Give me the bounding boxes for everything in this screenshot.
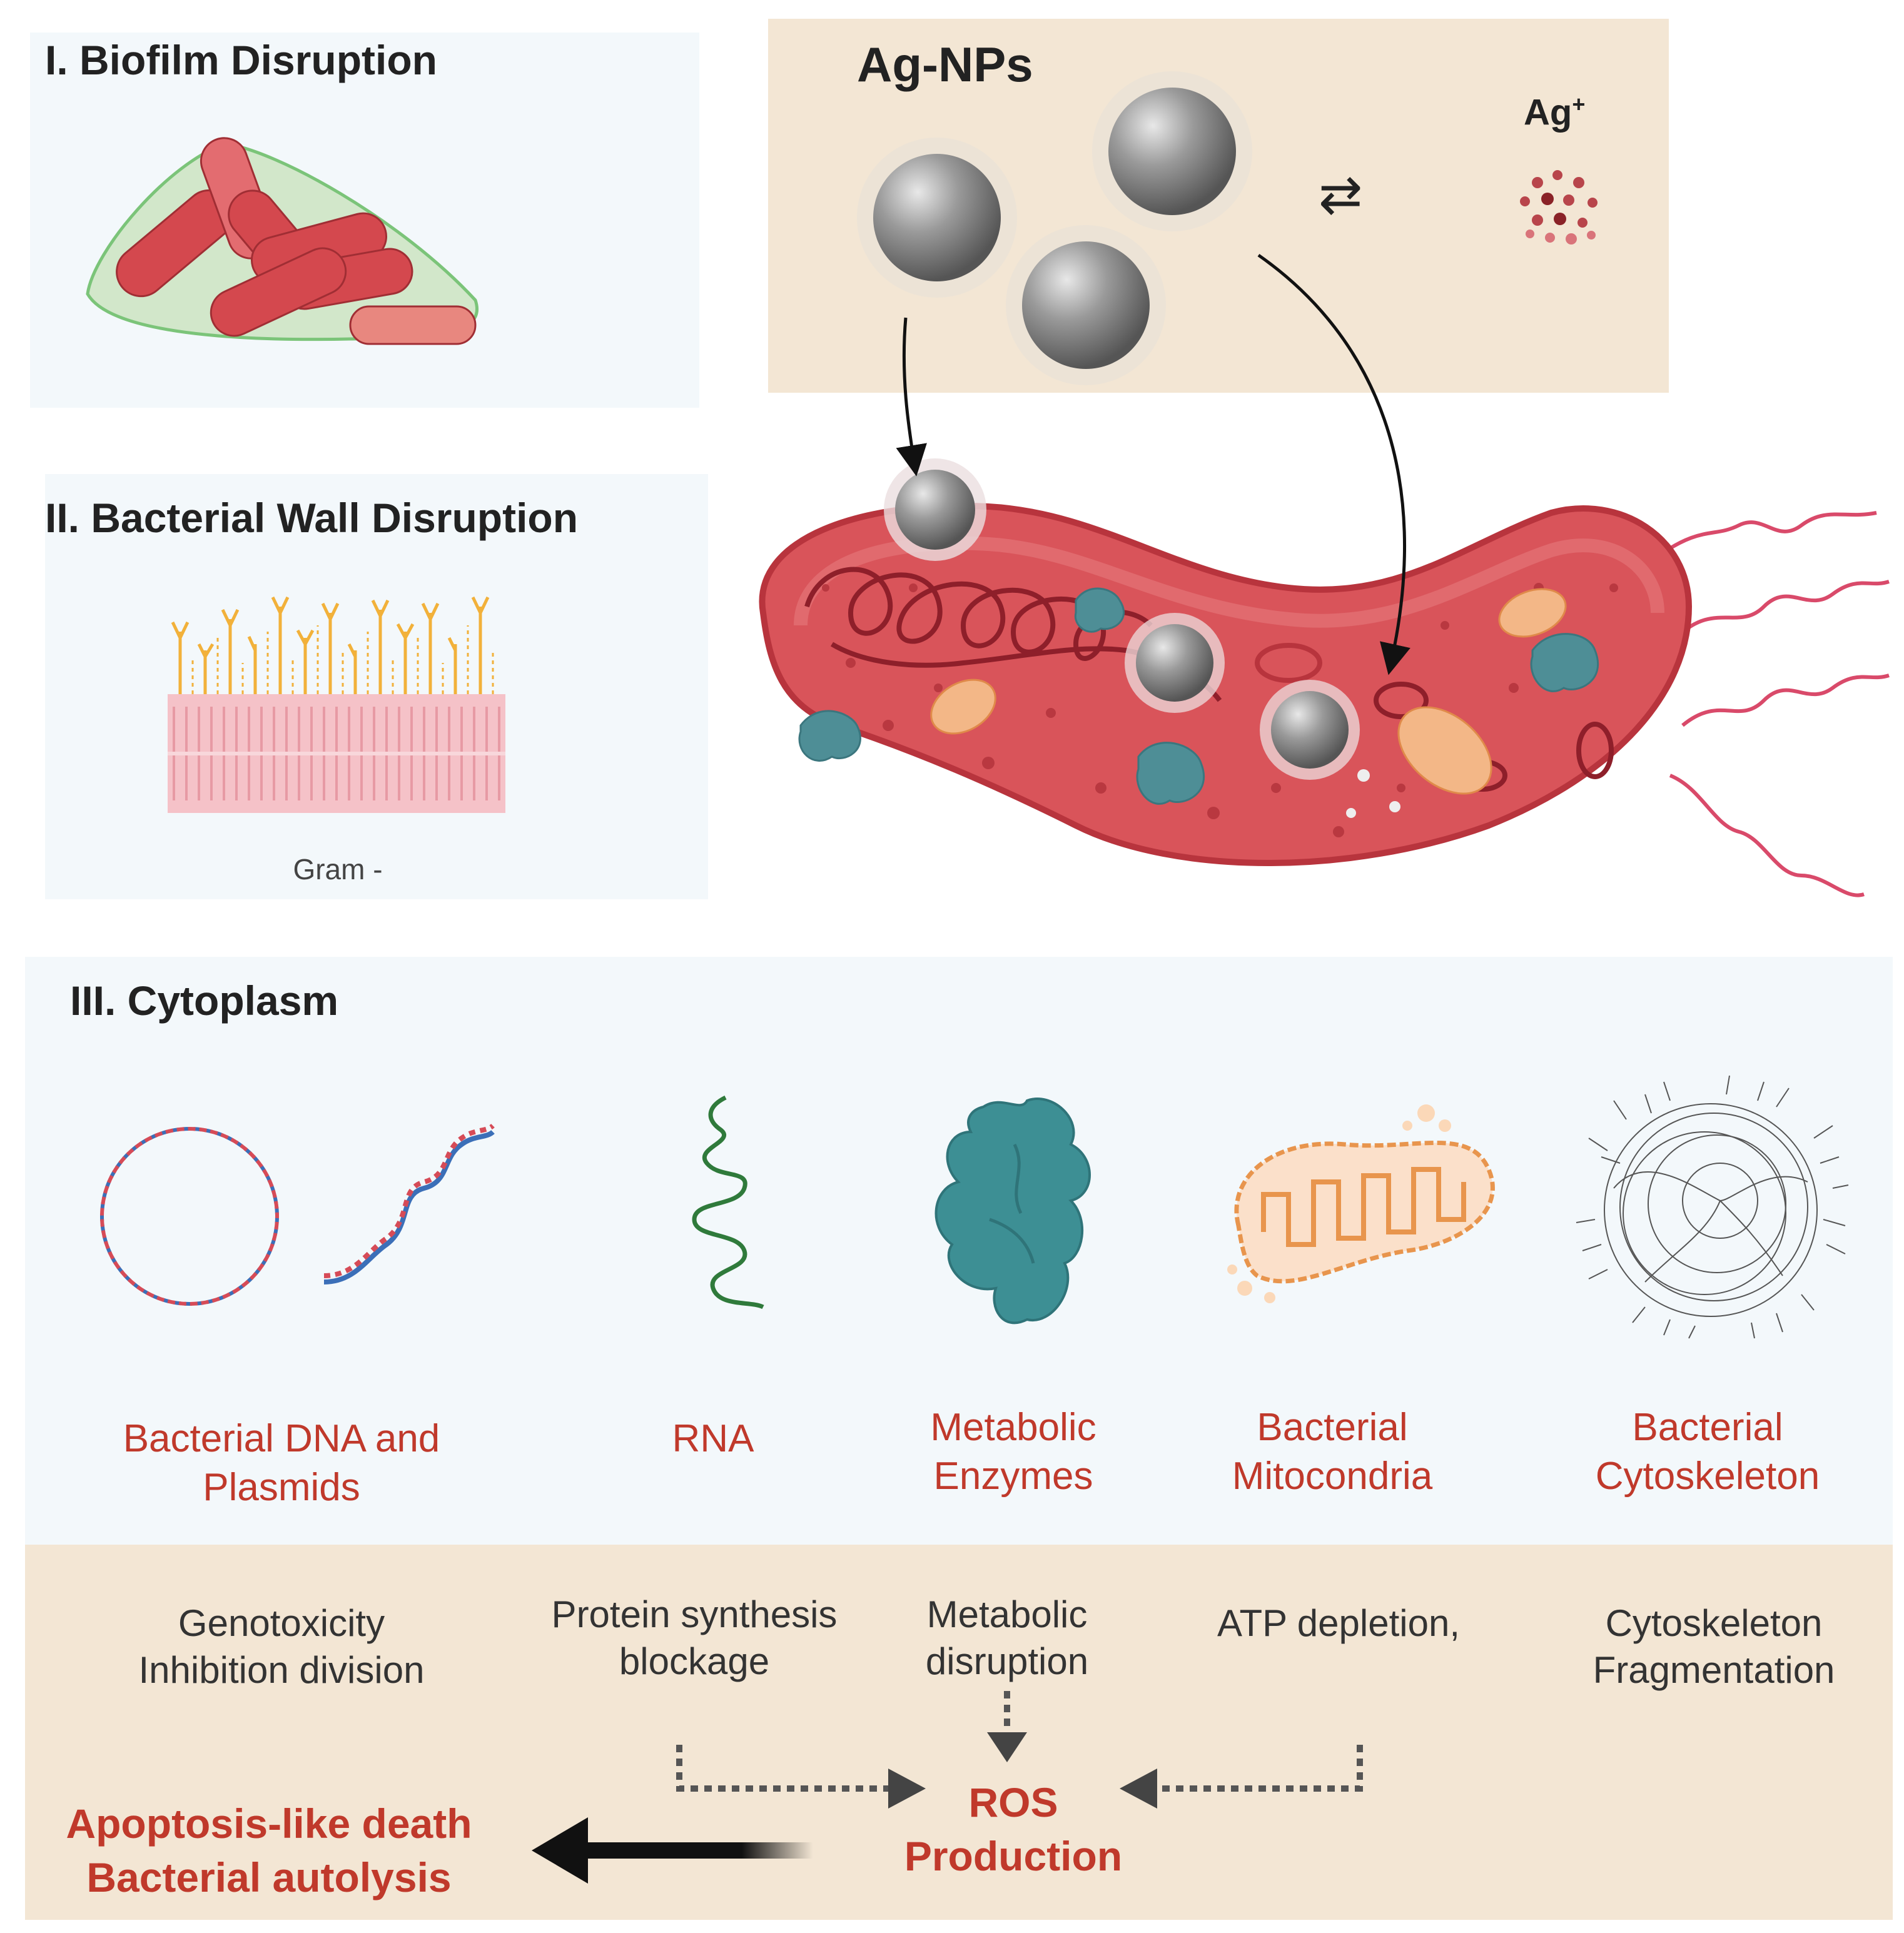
penetration-arrow xyxy=(1257,253,1410,675)
death-line1: Apoptosis-like death xyxy=(66,1800,472,1847)
silver-nanoparticle xyxy=(1092,71,1252,231)
death-line2: Bacterial autolysis xyxy=(86,1854,452,1900)
target-mito-line2: Mitocondria xyxy=(1232,1454,1433,1498)
nanoparticles-group xyxy=(857,71,1598,385)
atp-to-ros-arrow xyxy=(1157,1745,1363,1792)
plasmid-icon xyxy=(100,1127,279,1306)
effect-protein-line2: blockage xyxy=(619,1640,770,1682)
target-label-enzymes: Metabolic Enzymes xyxy=(888,1403,1138,1500)
silver-ion-label: Ag+ xyxy=(1524,91,1585,133)
effect-metabolic-line1: Metabolic xyxy=(926,1593,1088,1635)
effect-metabolic-line2: disruption xyxy=(925,1640,1089,1682)
effect-genotoxicity: Genotoxicity Inhibition division xyxy=(75,1600,488,1693)
effect-cyto-line1: Cytoskeleton xyxy=(1605,1602,1823,1644)
ros-line2: Production xyxy=(904,1832,1123,1879)
target-dna-line1: Bacterial DNA and xyxy=(123,1417,440,1460)
flagella xyxy=(1656,511,1890,897)
mitochondria-icon xyxy=(1227,1104,1495,1303)
linear-dna-icon xyxy=(323,1123,495,1284)
biofilm-illustration xyxy=(86,137,479,345)
effects-panel xyxy=(25,1545,1893,1920)
target-cyto-line1: Bacterial xyxy=(1632,1406,1783,1449)
cytoskeleton-icon xyxy=(1576,1075,1849,1339)
cytoplasm-title: III. Cytoplasm xyxy=(70,977,339,1024)
silver-ion-charge: + xyxy=(1572,91,1586,117)
target-mito-line1: Bacterial xyxy=(1257,1406,1408,1449)
enzyme-shape xyxy=(798,710,861,762)
wall-title: II. Bacterial Wall Disruption xyxy=(45,495,579,541)
atp-to-ros-arrowhead xyxy=(1120,1769,1157,1809)
silver-ion-dots xyxy=(1520,170,1598,245)
silver-ion-base: Ag xyxy=(1524,92,1572,133)
effect-cyto-line2: Fragmentation xyxy=(1593,1649,1835,1691)
target-rna-line1: RNA xyxy=(672,1417,754,1460)
bacterium-mitochondria xyxy=(930,588,1567,795)
enzyme-shape xyxy=(1136,742,1205,805)
target-label-dna: Bacterial DNA and Plasmids xyxy=(81,1415,482,1512)
silver-nanoparticle xyxy=(857,138,1017,298)
silver-nanoparticle xyxy=(1006,225,1166,385)
target-enzymes-line2: Enzymes xyxy=(933,1454,1093,1498)
target-cyto-line2: Cytoskeleton xyxy=(1595,1454,1820,1498)
ros-to-death-arrow xyxy=(575,1842,813,1859)
effect-geno-line1: Genotoxicity xyxy=(178,1602,385,1644)
effect-atp: ATP depletion, xyxy=(1176,1600,1501,1647)
ros-production-label: ROS Production xyxy=(882,1776,1145,1884)
effect-geno-line2: Inhibition division xyxy=(138,1649,425,1691)
target-enzymes-line1: Metabolic xyxy=(930,1406,1096,1449)
membrane-illustration xyxy=(168,596,505,813)
biofilm-title: I. Biofilm Disruption xyxy=(45,37,437,83)
enzyme-shape xyxy=(1074,587,1125,633)
exchange-symbol: ⇄ xyxy=(1319,165,1363,224)
enzyme-icon xyxy=(934,1098,1091,1325)
rna-icon xyxy=(692,1095,764,1310)
bound-nanoparticle xyxy=(884,458,986,561)
target-label-rna: RNA xyxy=(619,1415,807,1463)
metabolic-to-ros-arrowhead xyxy=(987,1732,1027,1762)
bacterium-illustration xyxy=(759,458,1890,897)
agnp-title: Ag-NPs xyxy=(857,37,1033,92)
internal-nanoparticle xyxy=(1260,680,1360,780)
ros-line1: ROS xyxy=(968,1779,1058,1825)
target-label-mitochondria: Bacterial Mitocondria xyxy=(1201,1403,1464,1500)
wall-panel xyxy=(45,474,708,899)
gram-negative-label: Gram - xyxy=(293,853,383,886)
effect-metabolic: Metabolic disruption xyxy=(882,1591,1132,1685)
internal-nanoparticle xyxy=(1125,613,1225,713)
effect-atp-line1: ATP depletion, xyxy=(1217,1602,1461,1644)
target-label-cytoskeleton: Bacterial Cytoskeleton xyxy=(1564,1403,1851,1500)
enzyme-shape xyxy=(1530,633,1599,692)
protein-to-ros-arrowhead xyxy=(888,1769,926,1809)
adhesion-arrow xyxy=(896,317,927,477)
protein-to-ros-arrow xyxy=(676,1745,888,1792)
ros-flow-arrows xyxy=(532,1691,1363,1884)
effect-protein-synthesis: Protein synthesis blockage xyxy=(519,1591,869,1685)
effect-protein-line1: Protein synthesis xyxy=(551,1593,838,1635)
effect-cytoskeleton: Cytoskeleton Fragmentation xyxy=(1564,1600,1864,1693)
death-outcome-label: Apoptosis-like death Bacterial autolysis xyxy=(56,1797,482,1905)
target-dna-line2: Plasmids xyxy=(203,1465,360,1509)
ros-to-death-arrowhead xyxy=(532,1817,588,1884)
entry-arrows xyxy=(896,253,1410,675)
